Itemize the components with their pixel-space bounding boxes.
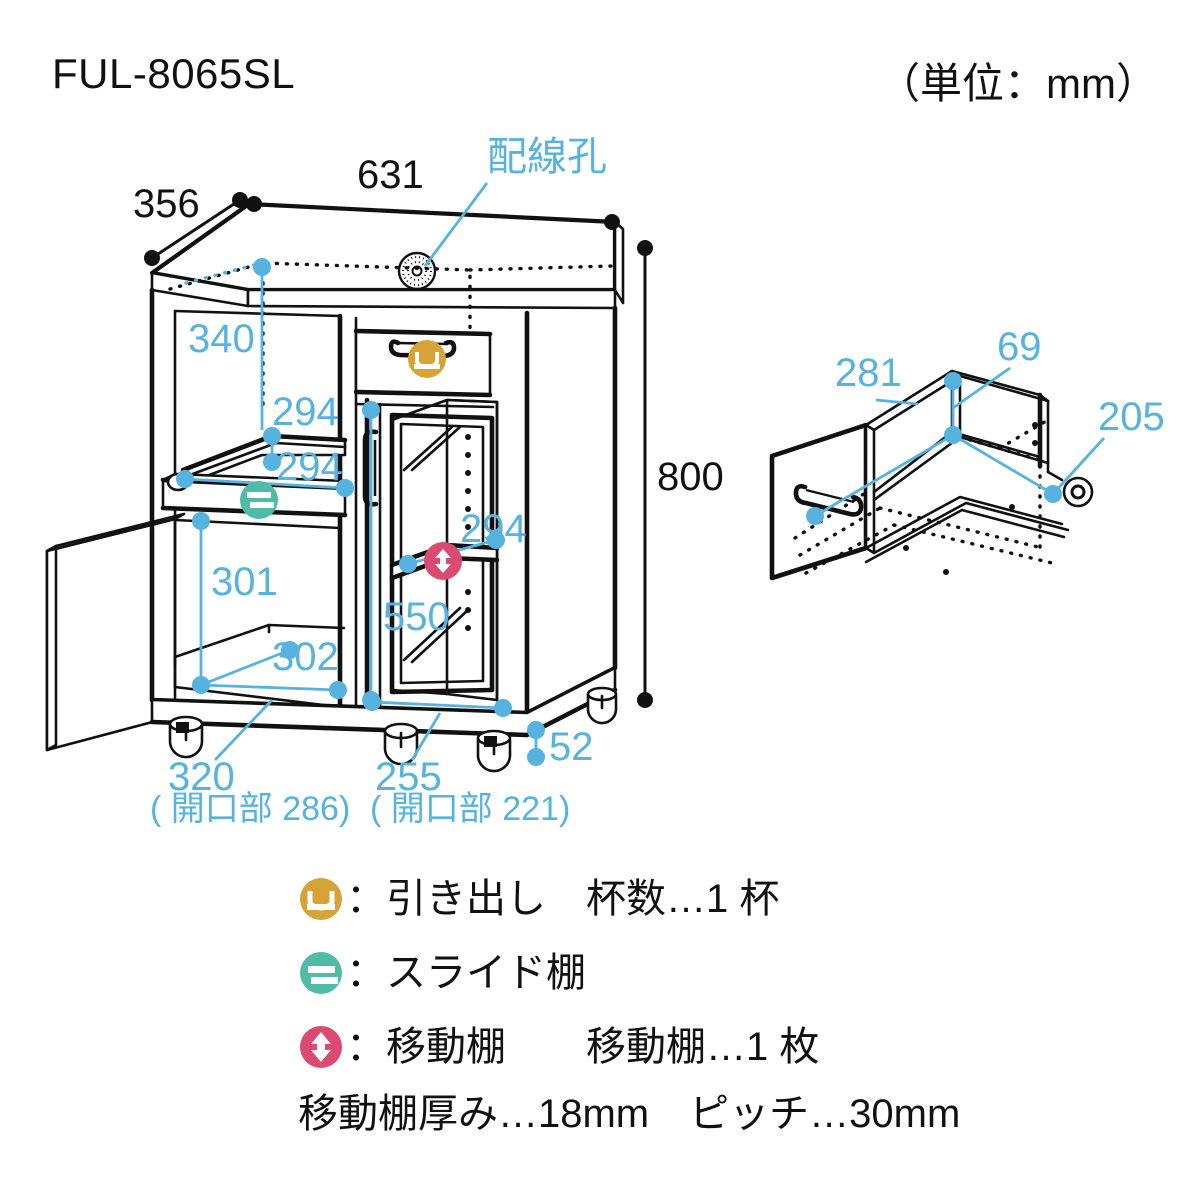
slide-shelf-marker-icon [240, 481, 278, 519]
drawer-marker-icon [408, 340, 446, 378]
dimension-340: 340 [188, 258, 271, 430]
adjustable-shelf-marker-icon [424, 542, 462, 580]
caster-rear-right [586, 686, 618, 725]
adjustable-shelf-icon [298, 1024, 344, 1070]
legend-note-shelf-spec: 移動棚厚み…18mm ピッチ…30mm [298, 1092, 961, 1136]
svg-text:800: 800 [657, 455, 724, 499]
glass-door [362, 397, 495, 712]
legend-label-adjustable-shelf: ：移動棚 移動棚…1 枚 [346, 1025, 820, 1069]
caster-front-left [168, 715, 204, 759]
svg-text:281: 281 [835, 351, 902, 395]
carcass-right-face [524, 305, 618, 716]
legend-item-adjustable-shelf: ：移動棚 移動棚…1 枚 [298, 1010, 1158, 1084]
slide-shelf-icon [298, 950, 344, 996]
dimension-356: 356 [133, 182, 248, 266]
svg-text:( 開口部 221): ( 開口部 221) [370, 790, 570, 828]
svg-text:52: 52 [549, 725, 594, 769]
legend-item-drawer: ：引き出し 杯数…1 杯 [298, 862, 1158, 936]
svg-text:69: 69 [997, 325, 1042, 369]
dimension-631: 631 [246, 153, 620, 230]
svg-text:( 開口部 286): ( 開口部 286) [150, 790, 350, 828]
dimension-294-upper: 294 [263, 390, 339, 471]
dimension-52: 52 [527, 721, 594, 769]
svg-text:356: 356 [133, 182, 200, 226]
svg-text:550: 550 [383, 595, 450, 639]
dimension-205: 205 [952, 395, 1165, 503]
dimension-301: 301 [192, 512, 278, 694]
dimension-255: 255 ( 開口部 221) [363, 693, 570, 828]
legend-item-slide-shelf: ：スライド棚 [298, 936, 1158, 1010]
svg-text:255: 255 [375, 755, 442, 799]
page-title: FUL-8065SL [52, 50, 296, 97]
svg-text:301: 301 [211, 560, 278, 604]
cabinet-top [149, 201, 618, 293]
dimension-69: 69 [944, 325, 1042, 444]
left-lower-shelf [173, 623, 346, 667]
svg-text:配線孔: 配線孔 [487, 135, 607, 179]
drawer-detail [769, 369, 1094, 581]
svg-text:294: 294 [276, 445, 343, 489]
legend-label-drawer: ：引き出し 杯数…1 杯 [346, 877, 780, 921]
wiring-hole-icon [397, 251, 437, 291]
drawer-roller-icon [1062, 476, 1094, 508]
dimension-320: 320 ( 開口部 286) [150, 681, 350, 828]
svg-text:320: 320 [168, 755, 235, 799]
svg-text:302: 302 [272, 635, 339, 679]
svg-text:205: 205 [1098, 395, 1165, 439]
callout-wiring-hole: 配線孔 [423, 135, 607, 267]
legend-label-slide-shelf: ：スライド棚 [346, 951, 586, 995]
dimension-800: 800 [637, 240, 724, 708]
caster-front-right [476, 729, 512, 773]
cabinet-base [149, 666, 618, 738]
svg-text:340: 340 [188, 317, 255, 361]
svg-text:631: 631 [357, 153, 424, 197]
dimension-302: 302 [200, 635, 339, 687]
svg-text:294: 294 [460, 507, 527, 551]
unit-note: （単位：mm） [878, 60, 1158, 107]
legend: ：引き出し 杯数…1 杯 ：スライド棚 ：移動棚 移動棚…1 枚 [298, 862, 1158, 1134]
svg-text:294: 294 [272, 390, 339, 434]
dimension-281: 281 [806, 351, 954, 525]
drawer-icon [298, 876, 344, 922]
